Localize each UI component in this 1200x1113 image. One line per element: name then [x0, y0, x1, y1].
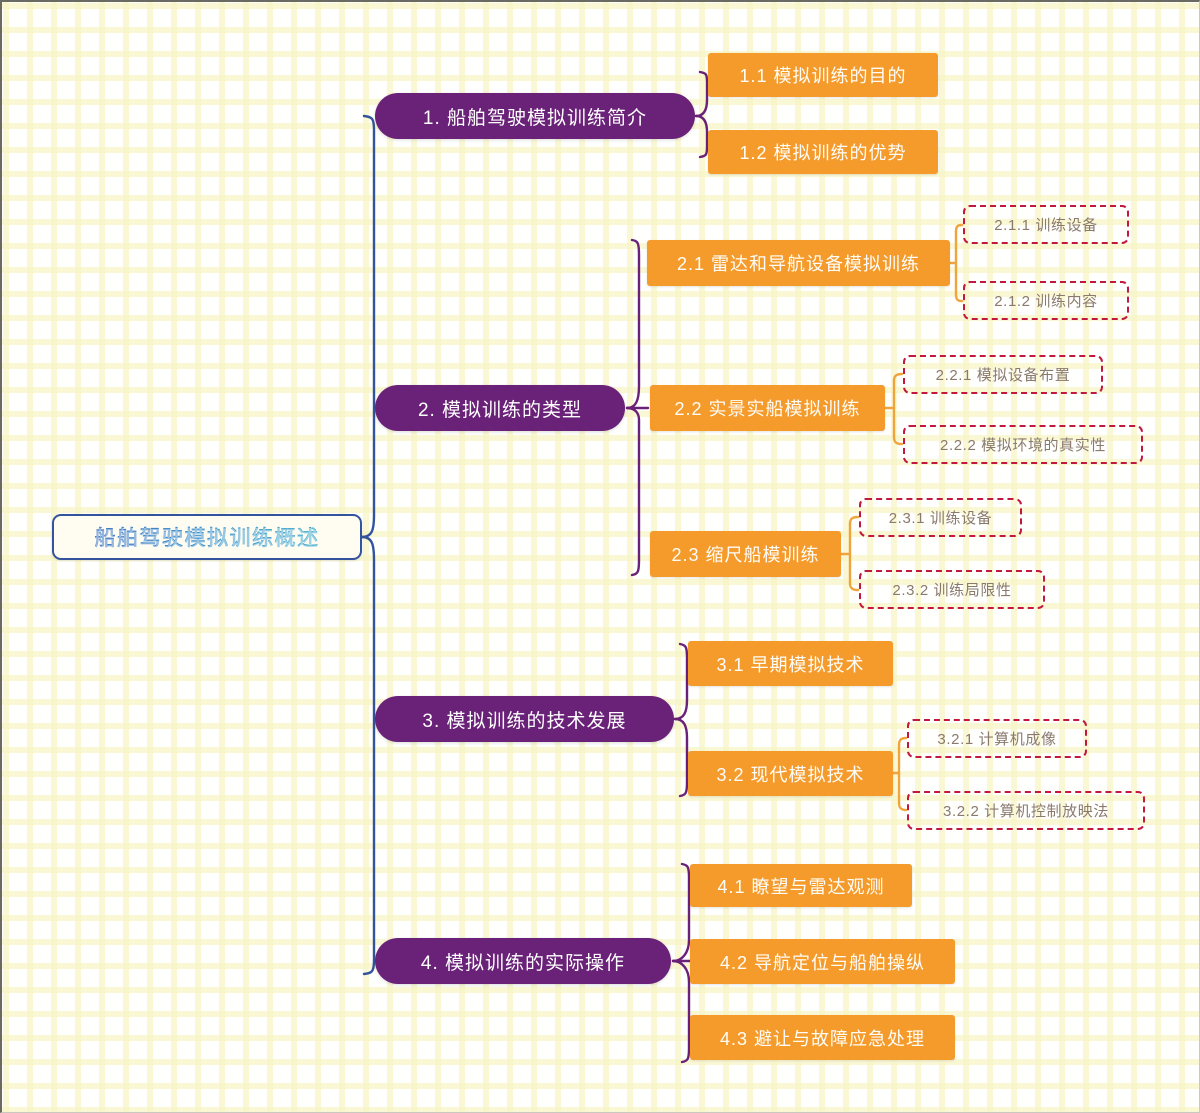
branch-node-2-label: 2. 模拟训练的类型	[417, 399, 583, 421]
subtopic-node-2-1-label: 2.1 雷达和导航设备模拟训练	[676, 254, 921, 274]
subtopic-node-4-2[interactable]: 4.2 导航定位与船舶操纵	[690, 939, 955, 984]
detail-node-3-2-2-label: 3.2.2 计算机控制放映法	[943, 803, 1109, 820]
detail-node-2-1-1-label: 2.1.1 训练设备	[994, 217, 1098, 234]
subtopic-node-3-2-label: 3.2 现代模拟技术	[716, 764, 865, 785]
subtopic-node-3-1[interactable]: 3.1 早期模拟技术	[688, 641, 893, 686]
subtopic-node-3-2[interactable]: 3.2 现代模拟技术	[688, 751, 893, 796]
detail-node-2-2-2[interactable]: 2.2.2 模拟环境的真实性	[903, 425, 1143, 464]
subtopic-node-1-1-label: 1.1 模拟训练的目的	[739, 66, 907, 86]
subtopic-node-2-1[interactable]: 2.1 雷达和导航设备模拟训练	[647, 240, 950, 286]
detail-node-2-1-2[interactable]: 2.1.2 训练内容	[963, 281, 1129, 320]
subtopic-node-2-3[interactable]: 2.3 缩尺船模训练	[650, 531, 841, 577]
root-node[interactable]: 船舶驾驶模拟训练概述	[52, 514, 362, 560]
subtopic-node-2-3-label: 2.3 缩尺船模训练	[671, 545, 820, 565]
branch-node-1[interactable]: 1. 船舶驾驶模拟训练简介	[375, 93, 695, 139]
subtopic-node-2-2-label: 2.2 实景实船模拟训练	[674, 399, 861, 419]
detail-node-3-2-2[interactable]: 3.2.2 计算机控制放映法	[907, 791, 1145, 830]
subtopic-node-4-1[interactable]: 4.1 瞭望与雷达观测	[690, 864, 912, 907]
detail-node-2-2-2-label: 2.2.2 模拟环境的真实性	[940, 437, 1106, 454]
subtopic-node-4-1-label: 4.1 瞭望与雷达观测	[717, 876, 885, 897]
detail-node-3-2-1-label: 3.2.1 计算机成像	[937, 731, 1057, 748]
detail-node-2-1-2-label: 2.1.2 训练内容	[994, 293, 1098, 310]
branch-node-3-label: 3. 模拟训练的技术发展	[422, 710, 627, 732]
branch-node-4[interactable]: 4. 模拟训练的实际操作	[375, 938, 671, 984]
branch-node-1-label: 1. 船舶驾驶模拟训练简介	[422, 107, 648, 129]
detail-node-2-3-2-label: 2.3.2 训练局限性	[892, 582, 1012, 599]
detail-node-2-3-1[interactable]: 2.3.1 训练设备	[859, 498, 1022, 537]
detail-node-2-2-1-label: 2.2.1 模拟设备布置	[935, 367, 1071, 384]
subtopic-node-4-2-label: 4.2 导航定位与船舶操纵	[719, 952, 926, 973]
subtopic-node-3-1-label: 3.1 早期模拟技术	[716, 654, 865, 675]
subtopic-node-1-2[interactable]: 1.2 模拟训练的优势	[708, 130, 938, 174]
branch-node-2[interactable]: 2. 模拟训练的类型	[375, 385, 625, 431]
root-node-label: 船舶驾驶模拟训练概述	[95, 522, 320, 552]
branch-node-4-label: 4. 模拟训练的实际操作	[420, 952, 626, 974]
detail-node-3-2-1[interactable]: 3.2.1 计算机成像	[907, 719, 1087, 758]
subtopic-node-2-2[interactable]: 2.2 实景实船模拟训练	[650, 385, 885, 431]
detail-node-2-3-1-label: 2.3.1 训练设备	[888, 510, 993, 527]
subtopic-node-4-3[interactable]: 4.3 避让与故障应急处理	[690, 1015, 955, 1060]
detail-node-2-3-2[interactable]: 2.3.2 训练局限性	[859, 570, 1045, 609]
subtopic-node-1-1[interactable]: 1.1 模拟训练的目的	[708, 53, 938, 97]
subtopic-node-4-3-label: 4.3 避让与故障应急处理	[719, 1028, 926, 1049]
detail-node-2-1-1[interactable]: 2.1.1 训练设备	[963, 205, 1129, 244]
detail-node-2-2-1[interactable]: 2.2.1 模拟设备布置	[903, 355, 1103, 394]
subtopic-node-1-2-label: 1.2 模拟训练的优势	[739, 143, 907, 163]
branch-node-3[interactable]: 3. 模拟训练的技术发展	[375, 696, 674, 742]
